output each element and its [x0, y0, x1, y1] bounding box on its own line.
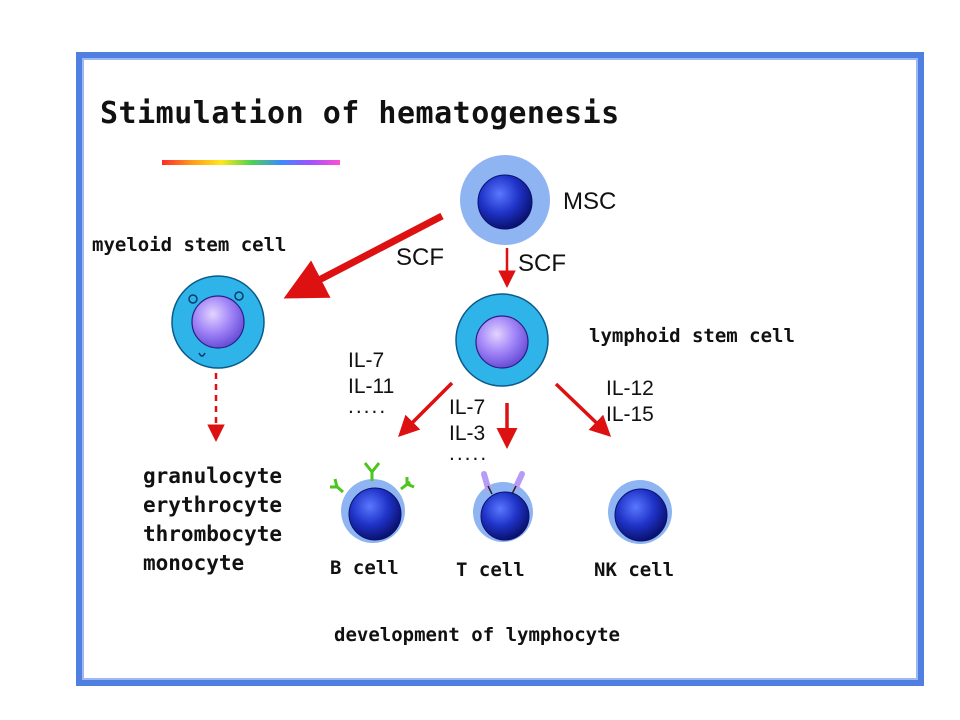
arrow-to-nk-cell — [554, 382, 612, 437]
product-monocyte: monocyte — [143, 551, 245, 575]
b-cell-cytokines: IL-7 IL-11 ..... — [348, 348, 395, 418]
cytokine-il-7: IL-7 — [348, 349, 385, 372]
lymphoid-stem-cell-label: lymphoid stem cell — [589, 325, 795, 347]
b-cell-label: B cell — [330, 557, 399, 579]
b-cell — [330, 462, 415, 543]
rainbow-underline — [162, 160, 340, 165]
cytokine-ellipsis: ..... — [348, 395, 388, 418]
product-thrombocyte: thrombocyte — [143, 522, 283, 546]
footer-caption: development of lymphocyte — [334, 624, 620, 646]
t-cell-cytokines: IL-7 IL-3 ..... — [449, 395, 489, 465]
diagram-title: Stimulation of hematogenesis — [100, 96, 620, 131]
arrow-msc-to-myeloid — [283, 212, 444, 299]
t-cell-label: T cell — [456, 559, 525, 581]
product-granulocyte: granulocyte — [143, 464, 283, 488]
product-erythrocyte: erythrocyte — [143, 493, 283, 517]
scf-myeloid-label: SCF — [396, 244, 444, 271]
myeloid-stem-cell-label: myeloid stem cell — [92, 234, 287, 256]
nk-cell-label: NK cell — [594, 559, 675, 581]
cytokine-il-7: IL-7 — [449, 396, 486, 419]
cytokine-il-15: IL-15 — [606, 403, 654, 426]
t-cell — [473, 471, 533, 542]
nk-cell-cytokines: IL-12 IL-15 — [606, 376, 654, 428]
nk-cell — [608, 480, 672, 544]
cytokine-ellipsis: ..... — [449, 442, 489, 465]
cytokine-il-3: IL-3 — [449, 422, 486, 445]
scf-lymphoid-label: SCF — [518, 250, 566, 277]
myeloid-stem-cell — [171, 275, 265, 369]
msc-cell — [460, 155, 550, 245]
cytokine-il-12: IL-12 — [606, 377, 654, 400]
cytokine-il-11: IL-11 — [348, 375, 395, 398]
myeloid-products-list: granulocyte erythrocyte thrombocyte mono… — [143, 462, 282, 578]
msc-label: MSC — [563, 188, 617, 215]
lymphoid-stem-cell — [455, 293, 549, 387]
arrow-to-b-cell — [398, 381, 454, 437]
